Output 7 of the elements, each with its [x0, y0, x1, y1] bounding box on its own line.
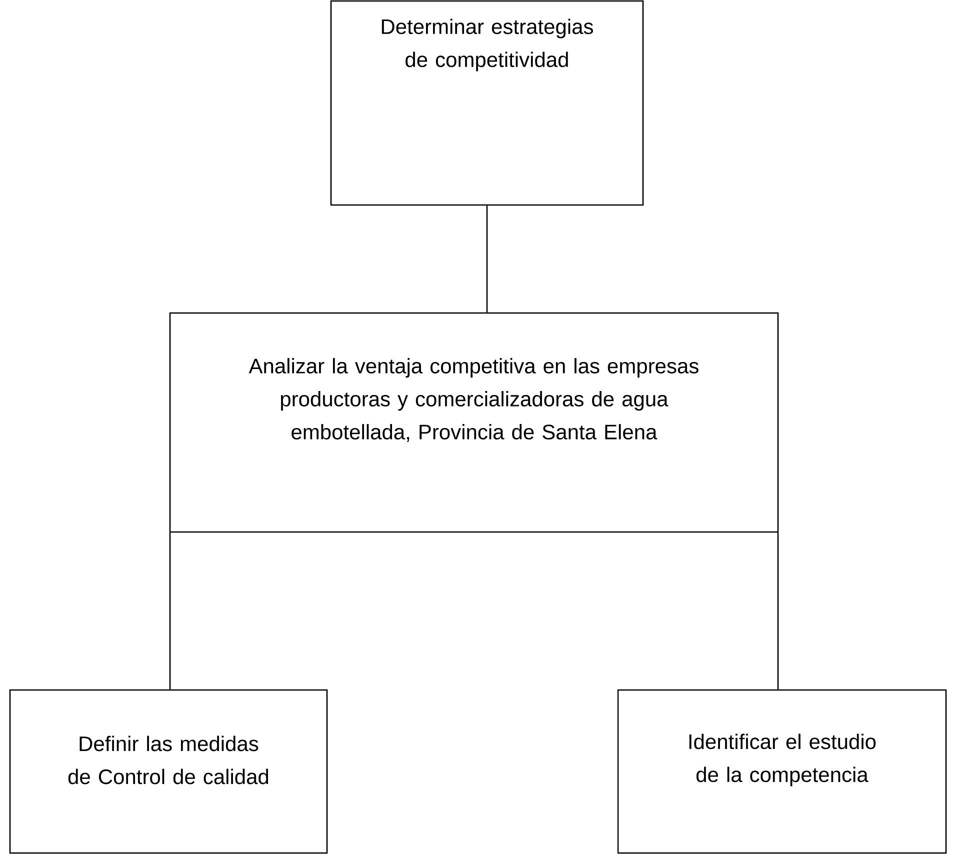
connector-line: [486, 206, 488, 312]
process-box: Determinar estrategias de competitividad: [330, 0, 644, 206]
process-box: Definir las medidas de Control de calidad: [9, 689, 328, 854]
connector-line: [777, 532, 779, 690]
process-box: Identificar el estudio de la competencia: [617, 689, 947, 854]
connector-line: [169, 532, 171, 690]
process-box: Analizar la ventaja competitiva en las empresas productoras y comercializadoras de agua embotellada, Provincia de Santa Elena: [169, 312, 779, 533]
